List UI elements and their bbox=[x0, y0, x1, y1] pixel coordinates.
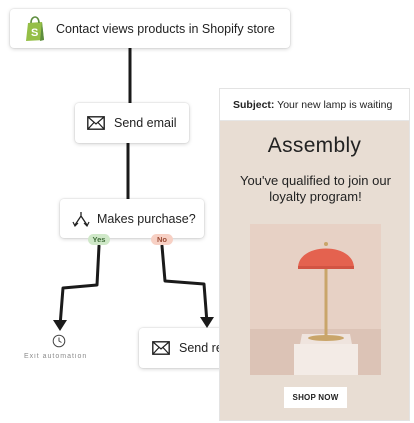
svg-text:S: S bbox=[31, 27, 38, 39]
email-headline: You've qualified to join our loyalty pro… bbox=[240, 173, 391, 204]
email-brand-title: Assembly bbox=[267, 134, 362, 157]
email-preview: Subject: Your new lamp is waiting Assemb… bbox=[219, 88, 410, 421]
connector-yes-branch bbox=[58, 244, 101, 328]
split-icon bbox=[72, 210, 90, 228]
exit-label: Exit automation bbox=[24, 353, 88, 360]
clock-icon bbox=[52, 334, 66, 348]
send-email-label: Send email bbox=[114, 116, 177, 130]
subject-label: Subject: bbox=[233, 99, 275, 111]
shopify-bag-icon: S bbox=[24, 15, 46, 42]
envelope-icon bbox=[152, 341, 170, 355]
connector-no-arrowhead bbox=[200, 317, 214, 328]
condition-node[interactable]: Makes purchase? bbox=[60, 199, 204, 238]
send-email-node[interactable]: Send email bbox=[75, 103, 189, 143]
shop-now-button[interactable]: SHOP NOW bbox=[284, 387, 347, 408]
trigger-node[interactable]: S Contact views products in Shopify stor… bbox=[10, 9, 290, 48]
email-subject-bar: Subject: Your new lamp is waiting bbox=[220, 89, 409, 121]
branch-yes-pill: Yes bbox=[88, 234, 110, 245]
condition-label: Makes purchase? bbox=[97, 211, 196, 226]
connector-no-branch bbox=[160, 244, 209, 325]
connector-yes-arrowhead bbox=[53, 320, 67, 331]
branch-no-pill: No bbox=[151, 234, 173, 245]
trigger-label: Contact views products in Shopify store bbox=[56, 21, 275, 36]
envelope-icon bbox=[87, 116, 105, 130]
lamp-product-image bbox=[250, 224, 381, 375]
subject-text: Your new lamp is waiting bbox=[277, 99, 393, 111]
exit-node[interactable]: Exit automation bbox=[24, 334, 98, 364]
